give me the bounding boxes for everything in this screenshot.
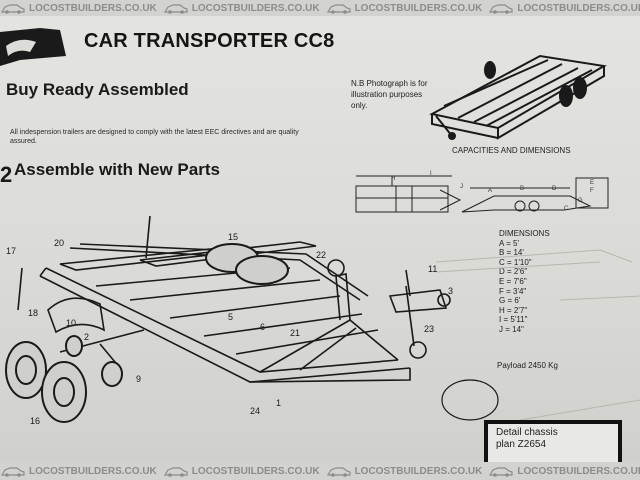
dim-letter-d: D [552,186,557,192]
car-logo-icon [0,4,25,14]
car-logo-icon [0,467,25,477]
title-bar: CAR TRANSPORTER CC8 [0,26,640,66]
dimension-item: A = 5' [499,238,519,248]
dimensions-heading: DIMENSIONS [499,229,550,238]
dim-letter-h: H [391,176,395,182]
dimension-item: E = 7'6" [499,276,527,286]
car-logo-icon [489,4,513,14]
trailer-logo-icon [0,28,66,66]
part-label: 24 [250,406,260,416]
part-label: 16 [30,416,40,426]
car-logo-icon [326,4,351,14]
car-logo-icon [163,467,188,477]
detail-chassis-box: Detail chassis plan Z2654 [484,420,622,462]
part-label: 9 [136,374,141,384]
watermark-item: LOCOSTBUILDERS.CO.UK [326,2,482,14]
section-heading-new-parts: Assemble with New Parts [14,160,220,179]
part-label: 10 [66,318,76,328]
dimension-item: I = 5'11" [499,315,528,325]
dimensions-list: DIMENSIONS A = 5' B = 14' C = 1'10" D = … [499,229,550,335]
wheels [5,243,499,423]
watermark-strip-bottom: LOCOSTBUILDERS.CO.UK LOCOSTBUILDERS.CO.U… [0,462,640,480]
top-view-dimension-drawing [355,175,462,213]
trailer-photo-illustration [429,54,607,140]
part-label: 18 [28,308,38,318]
watermark-item: LOCOSTBUILDERS.CO.UK [0,2,157,14]
dimension-item: B = 14' [499,248,524,258]
section-heading-ready-assembled: Buy Ready Assembled [6,80,189,99]
part-label: 23 [424,324,434,334]
part-label: 11 [428,264,437,274]
part-label: 1 [276,398,281,408]
detail-line-1: Detail chassis [496,427,558,438]
detail-line-2: plan Z2654 [496,439,547,450]
car-logo-icon [489,467,513,477]
dimension-item: D = 2'6" [499,267,528,277]
dimension-item: J = 14" [499,324,524,334]
dimension-letters: H I J A B D E F G C [391,171,594,212]
part-label: 2 [84,332,89,342]
car-logo-icon [326,467,351,477]
dimension-item: H = 2'7" [499,305,528,315]
dimension-item: F = 3'4" [499,286,527,296]
detail-chassis-caption: Detail chassis plan Z2654 [488,424,618,462]
dimension-item: C = 1'10" [499,257,532,267]
part-label: 3 [448,286,453,296]
dim-letter-a: A [488,188,492,194]
dim-letter-c: C [564,206,569,212]
watermark-item: LOCOSTBUILDERS.CO.UK [163,465,320,477]
dim-letter-g: G [578,198,583,204]
watermark-item: LOCOSTBUILDERS.CO.UK [488,2,640,14]
watermark-item: LOCOSTBUILDERS.CO.UK [0,465,157,477]
payload-text: Payload 2450 Kg [497,361,558,370]
section-number: 2 [0,162,13,187]
part-label: 21 [290,328,300,338]
side-view-dimension-drawing [461,177,609,213]
capacities-heading: CAPACITIES AND DIMENSIONS [452,146,571,155]
page-title: CAR TRANSPORTER CC8 [84,30,335,52]
part-number-labels: 17 20 15 22 11 3 18 5 6 21 23 10 2 9 16 … [6,232,453,426]
watermark-strip-top: LOCOSTBUILDERS.CO.UK LOCOSTBUILDERS.CO.U… [0,0,640,16]
dim-letter-e: E [590,180,594,186]
watermark-item: LOCOSTBUILDERS.CO.UK [326,465,482,477]
section-body-text: All indespension trailers are designed t… [10,129,299,145]
photo-note: N.B Photograph is for illustration purpo… [351,79,428,110]
background-ghost-drawing [435,249,640,421]
watermark-item: LOCOSTBUILDERS.CO.UK [488,465,640,477]
dim-letter-j: J [460,184,463,190]
part-label: 6 [260,322,265,332]
part-label: 15 [228,232,238,242]
dim-letter-i: I [430,171,432,177]
car-logo-icon [163,4,188,14]
part-label: 22 [316,250,326,260]
watermark-item: LOCOSTBUILDERS.CO.UK [163,2,320,14]
dim-letter-b: B [520,186,524,192]
part-label: 17 [6,246,16,256]
dimension-item: G = 6' [499,296,521,306]
dim-letter-f: F [590,188,594,194]
part-label: 5 [228,312,233,322]
part-label: 20 [54,238,64,248]
